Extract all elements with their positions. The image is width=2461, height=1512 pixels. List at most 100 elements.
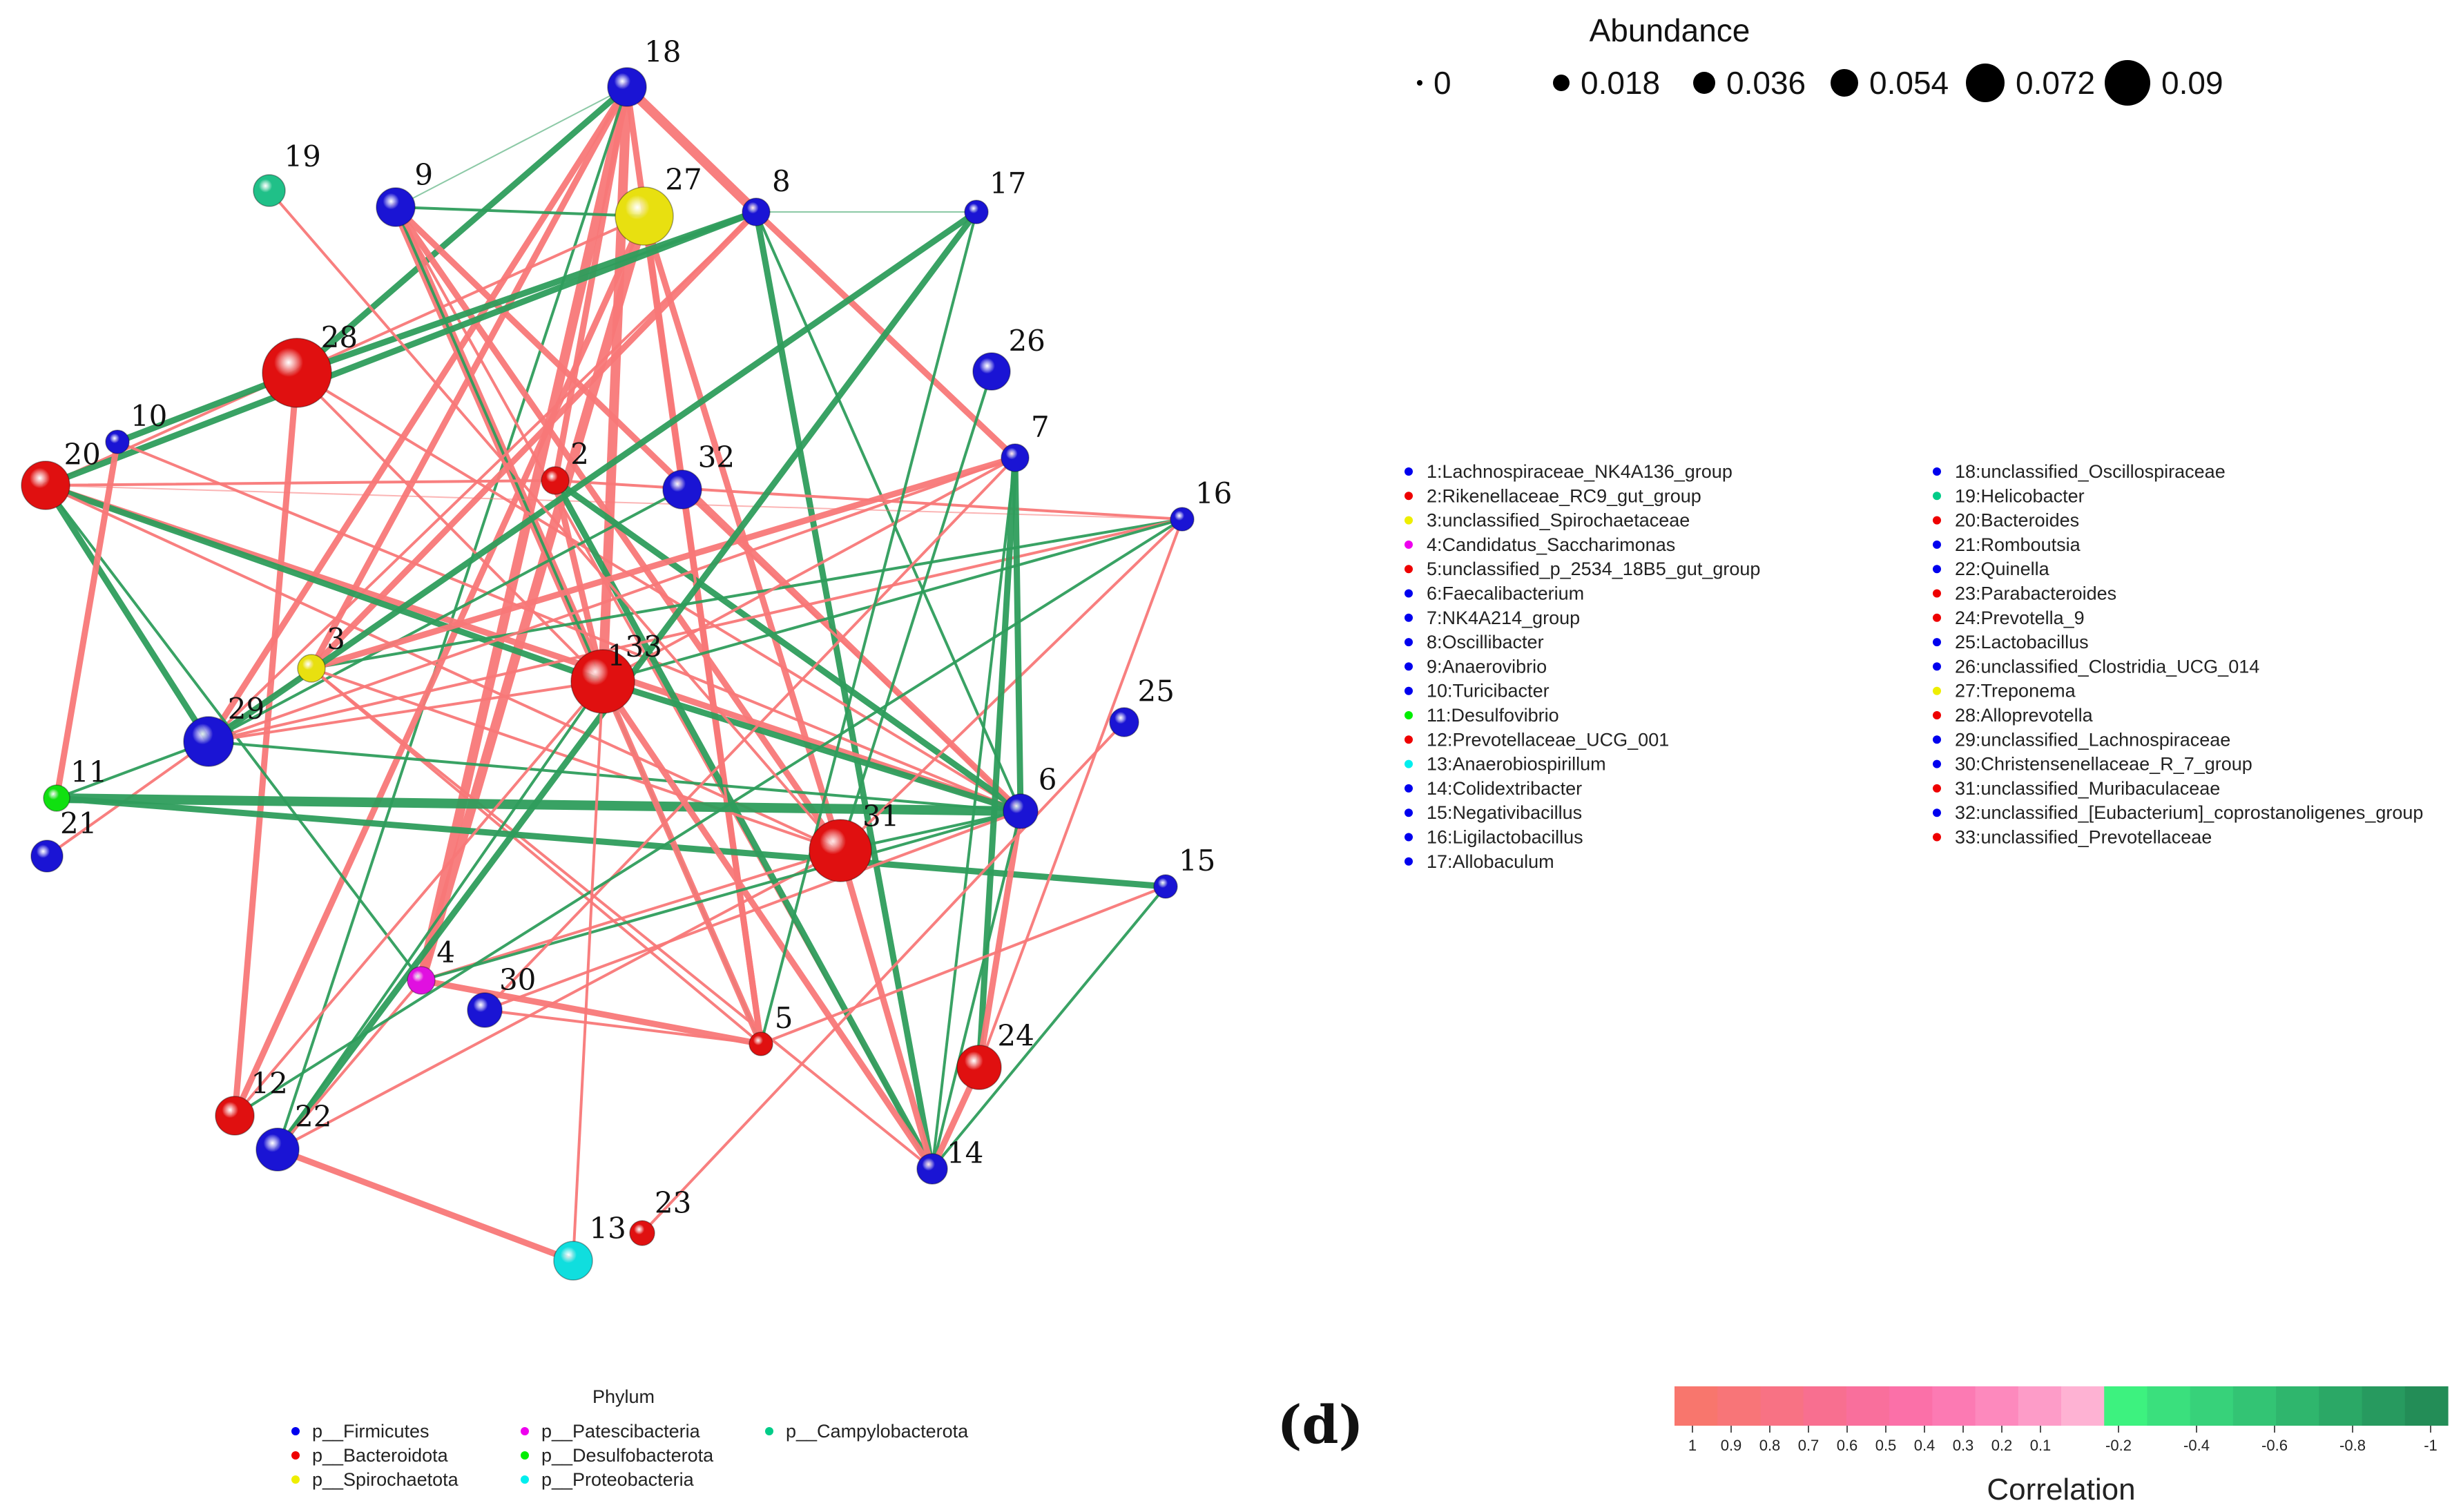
colorbar-cell — [1717, 1386, 1762, 1426]
node-label-10: 10 — [131, 399, 167, 433]
phylum-legend-dot — [521, 1427, 529, 1435]
edge-28-12 — [231, 369, 300, 1119]
abundance-marker — [2105, 60, 2150, 106]
node-8 — [742, 197, 771, 226]
taxa-legend-item: 29:unclassified_Lachnospiraceae — [1955, 729, 2230, 750]
node-5 — [749, 1031, 773, 1056]
edge-16-24 — [978, 518, 1184, 1069]
node-label-19: 19 — [284, 139, 320, 173]
taxa-legend-dot — [1933, 735, 1941, 744]
taxa-legend-item: 9:Anaerovibrio — [1427, 656, 1547, 677]
taxa-legend-item: 15:Negativibacillus — [1427, 802, 1582, 823]
edge-18-8 — [622, 82, 761, 217]
node-23 — [629, 1220, 655, 1246]
edge-2-33 — [552, 477, 606, 685]
edge-3-7 — [308, 454, 1019, 672]
taxa-legend-item: 13:Anaerobiospirillum — [1427, 754, 1606, 775]
edge-10-11 — [53, 438, 121, 802]
edge-33-14 — [599, 678, 936, 1172]
taxa-legend-dot — [1405, 589, 1413, 598]
edge-31-26 — [839, 370, 993, 852]
edge-11-15 — [53, 795, 1169, 890]
abundance-marker — [1831, 69, 1858, 97]
edge-27-9 — [394, 206, 646, 217]
taxa-legend-item: 28:Alloprevotella — [1955, 705, 2094, 726]
taxa-legend-item: 5:unclassified_p_2534_18B5_gut_group — [1427, 559, 1760, 579]
taxa-legend: 1:Lachnospiraceae_NK4A136_group2:Rikenel… — [1405, 461, 2423, 872]
taxa-legend-dot — [1933, 686, 1941, 695]
taxa-legend-dot — [1405, 540, 1413, 549]
edge-7-6 — [1012, 454, 1024, 815]
edge-18-9 — [395, 86, 628, 208]
edge-8-29 — [207, 211, 757, 743]
edge-15-14 — [931, 885, 1167, 1170]
taxa-legend-dot — [1405, 516, 1413, 525]
edge-8-14 — [753, 209, 936, 1172]
phylum-legend-item: p__Campylobacterota — [786, 1421, 969, 1442]
node-label-11: 11 — [70, 755, 107, 788]
edge-32-29 — [207, 488, 684, 743]
colorbar-tick-label: 0.9 — [1721, 1437, 1742, 1454]
edges-layer — [42, 82, 1184, 1264]
node-25 — [1109, 707, 1139, 737]
colorbar-tick-label: 0.2 — [1991, 1437, 2013, 1454]
colorbar-tick-label: 0.5 — [1875, 1437, 1897, 1454]
node-label-30: 30 — [499, 963, 536, 997]
node-label-31: 31 — [862, 799, 899, 833]
phylum-legend-item: p__Firmicutes — [312, 1421, 430, 1442]
abundance-value: 0.018 — [1581, 65, 1660, 101]
edge-18-28 — [293, 84, 630, 376]
colorbar-cell — [2319, 1386, 2363, 1426]
taxa-legend-item: 19:Helicobacter — [1955, 485, 2085, 506]
abundance-value: 0 — [1434, 65, 1451, 101]
phylum-legend-item: p__Spirochaetota — [312, 1469, 459, 1490]
abundance-value: 0.09 — [2161, 65, 2223, 101]
node-16 — [1170, 507, 1195, 532]
node-label-7: 7 — [1031, 410, 1050, 444]
taxa-legend-dot — [1933, 516, 1941, 525]
node-label-20: 20 — [64, 438, 100, 472]
edge-32-5 — [681, 488, 762, 1045]
node-20 — [21, 461, 70, 510]
colorbar-tick-label: 0.6 — [1837, 1437, 1858, 1454]
taxa-legend-item: 11:Desulfovibrio — [1427, 705, 1559, 726]
colorbar-tick-label: 0.1 — [2030, 1437, 2052, 1454]
nodes-layer: 1234567891011121314151617181920212223242… — [21, 35, 1232, 1281]
colorbar-tick-label: 0.7 — [1798, 1437, 1820, 1454]
colorbar-cell — [2018, 1386, 2062, 1426]
taxa-legend-dot — [1405, 857, 1413, 866]
node-label-8: 8 — [772, 164, 791, 198]
node-24 — [956, 1045, 1002, 1090]
edge-31-14 — [837, 847, 936, 1172]
node-10 — [105, 429, 130, 454]
edge-15-5 — [760, 885, 1167, 1045]
node-label-29: 29 — [228, 692, 264, 726]
taxa-legend-dot — [1405, 784, 1413, 793]
colorbar-tick-label: -0.8 — [2339, 1437, 2366, 1454]
node-2 — [541, 466, 570, 495]
phylum-legend-item: p__Bacteroidota — [312, 1445, 449, 1466]
edge-17-5 — [760, 211, 978, 1045]
edge-30-7 — [483, 456, 1016, 1011]
edge-7-14 — [931, 456, 1016, 1170]
taxa-legend-item: 27:Treponema — [1955, 681, 2076, 701]
phylum-legend-dot — [291, 1475, 300, 1484]
node-14 — [916, 1153, 948, 1185]
edge-28-6 — [296, 371, 1022, 813]
edge-20-33 — [42, 482, 606, 685]
phylum-legend-item: p__Proteobacteria — [541, 1469, 695, 1490]
node-11 — [43, 784, 70, 812]
node-label-13: 13 — [589, 1212, 626, 1246]
node-15 — [1153, 874, 1178, 899]
node-label-14: 14 — [947, 1136, 983, 1170]
abundance-marker — [1417, 80, 1422, 86]
phylum-legend-dot — [521, 1475, 529, 1484]
phylum-legend: Phylum p__Firmicutesp__Bacteroidotap__Sp… — [291, 1386, 969, 1490]
edge-20-29 — [42, 482, 212, 745]
phylum-legend-dot — [291, 1427, 300, 1435]
panel-label: (d) — [1277, 1394, 1363, 1455]
node-7 — [1001, 443, 1030, 472]
colorbar-tick-label: -0.4 — [2183, 1437, 2210, 1454]
